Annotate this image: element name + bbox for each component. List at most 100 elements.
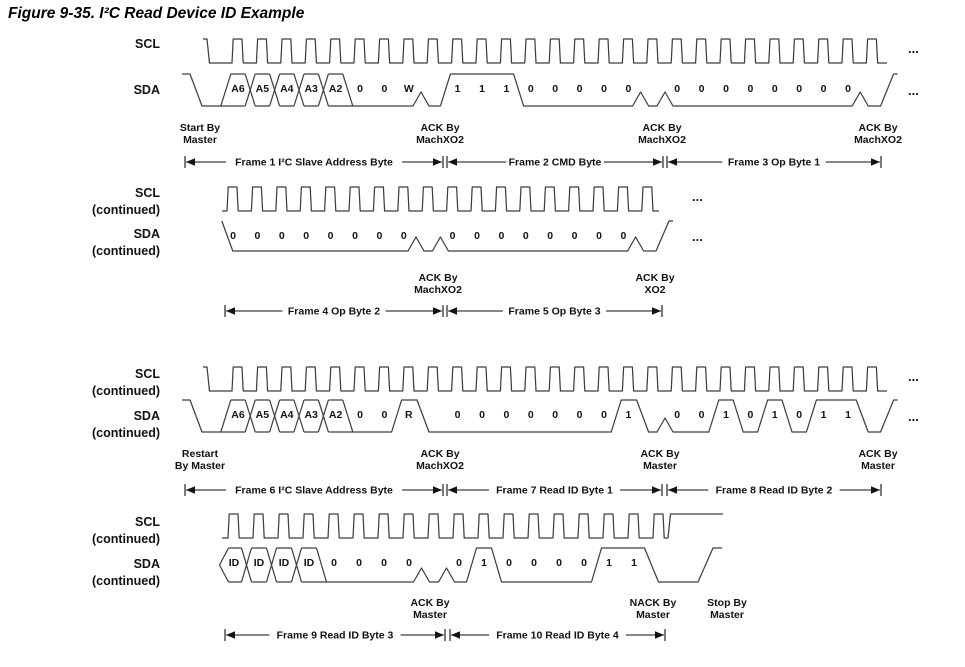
bit-label: 0 [772, 83, 778, 95]
scl-waveform [222, 186, 659, 212]
annotation-label: Start By [180, 122, 220, 134]
bit-label: 0 [601, 83, 607, 95]
bit-label: 0 [352, 230, 358, 242]
sda-waveform [240, 547, 253, 583]
sda-waveform [182, 73, 246, 107]
frame-arrowhead-right [655, 631, 664, 639]
signal-label-sda: SDA [134, 557, 160, 571]
frame-arrowhead-left [448, 486, 457, 494]
sda-waveform [182, 399, 246, 433]
bit-label: ID [279, 557, 290, 569]
frame-arrowhead-right [433, 486, 442, 494]
sda-waveform [328, 73, 898, 107]
frame-span: Frame 9 Read ID Byte 3 [224, 629, 446, 642]
bit-label: A4 [280, 83, 294, 95]
bit-label: 0 [503, 409, 509, 421]
annotation-label: ACK By [858, 448, 897, 460]
bit-label: 1 [631, 557, 637, 569]
bit-label: 0 [531, 557, 537, 569]
bit-label: 0 [376, 230, 382, 242]
bit-label: ID [254, 557, 265, 569]
frame-arrowhead-right [652, 486, 661, 494]
bit-label: A3 [304, 83, 318, 95]
frame-label: Frame 5 Op Byte 3 [508, 306, 600, 318]
annotation-label: MachXO2 [854, 134, 902, 146]
bit-label: 0 [357, 409, 363, 421]
bit-label: 0 [479, 409, 485, 421]
bit-label: A6 [231, 409, 245, 421]
bit-label: A5 [256, 83, 270, 95]
annotation-label: ACK By [642, 122, 681, 134]
figure-title: Figure 9-35. I²C Read Device ID Example [8, 5, 305, 22]
frame-span: Frame 1 I²C Slave Address Byte [184, 156, 444, 169]
frame-arrowhead-left [668, 486, 677, 494]
signal-label-scl: SCL [135, 37, 160, 51]
bit-label: 0 [381, 557, 387, 569]
annotation-label: ACK By [858, 122, 897, 134]
bit-label: 1 [481, 557, 487, 569]
sda-waveform [293, 73, 305, 107]
frame-arrowhead-right [652, 307, 661, 315]
sda-waveform [315, 547, 328, 583]
sda-waveform [269, 399, 281, 433]
sda-waveform [317, 73, 329, 107]
annotation-label: MachXO2 [416, 134, 464, 146]
continuation-ellipsis: ... [692, 229, 703, 244]
scl-waveform [203, 38, 887, 64]
bit-label: A5 [256, 409, 270, 421]
frame-arrowhead-left [451, 631, 460, 639]
bit-label: 0 [699, 409, 705, 421]
frame-arrowhead-right [433, 158, 442, 166]
frame-label: Frame 10 Read ID Byte 4 [496, 630, 619, 642]
bit-label: A2 [329, 409, 343, 421]
bit-label: 0 [674, 83, 680, 95]
annotation-label: Master [710, 609, 744, 621]
annotation-label: Master [413, 609, 447, 621]
bit-label: 0 [331, 557, 337, 569]
signal-label-scl: SCL [135, 186, 160, 200]
bit-label: 1 [845, 409, 851, 421]
signal-label-sda: SDA [134, 409, 160, 423]
frame-span: Frame 7 Read ID Byte 1 [446, 484, 663, 497]
frame-span: Frame 8 Read ID Byte 2 [666, 484, 882, 497]
bit-label: 0 [796, 83, 802, 95]
bit-label: 0 [625, 83, 631, 95]
annotation-label: MachXO2 [638, 134, 686, 146]
bit-label: 0 [381, 83, 387, 95]
bit-label: 0 [356, 557, 362, 569]
sda-waveform [244, 73, 256, 107]
frame-arrowhead-left [448, 307, 457, 315]
bit-label: 1 [625, 409, 631, 421]
frame-span: Frame 10 Read ID Byte 4 [449, 629, 666, 642]
scl-waveform [222, 513, 723, 539]
bit-label: 0 [506, 557, 512, 569]
frame-label: Frame 3 Op Byte 1 [728, 157, 820, 169]
frame-span: Frame 5 Op Byte 3 [446, 305, 663, 318]
bit-label: R [405, 409, 413, 421]
bit-label: 0 [406, 557, 412, 569]
bit-label: 0 [552, 409, 558, 421]
annotation-label: ACK By [420, 122, 459, 134]
bit-label: 0 [699, 83, 705, 95]
bit-label: 0 [747, 409, 753, 421]
bit-label: 0 [381, 409, 387, 421]
signal-label-continued: (continued) [92, 574, 160, 588]
bit-label: 0 [821, 83, 827, 95]
bit-label: 0 [474, 230, 480, 242]
sda-waveform [218, 564, 230, 583]
continuation-ellipsis: ... [908, 369, 919, 384]
bit-label: 0 [796, 409, 802, 421]
bit-label: 0 [572, 230, 578, 242]
bit-label: 0 [845, 83, 851, 95]
scl-waveform [203, 366, 887, 392]
bit-label: 0 [450, 230, 456, 242]
bit-label: 0 [303, 230, 309, 242]
bit-label: 0 [456, 557, 462, 569]
bit-label: 1 [772, 409, 778, 421]
sda-waveform [342, 73, 354, 107]
bit-label: 1 [606, 557, 612, 569]
frame-arrowhead-left [448, 158, 457, 166]
